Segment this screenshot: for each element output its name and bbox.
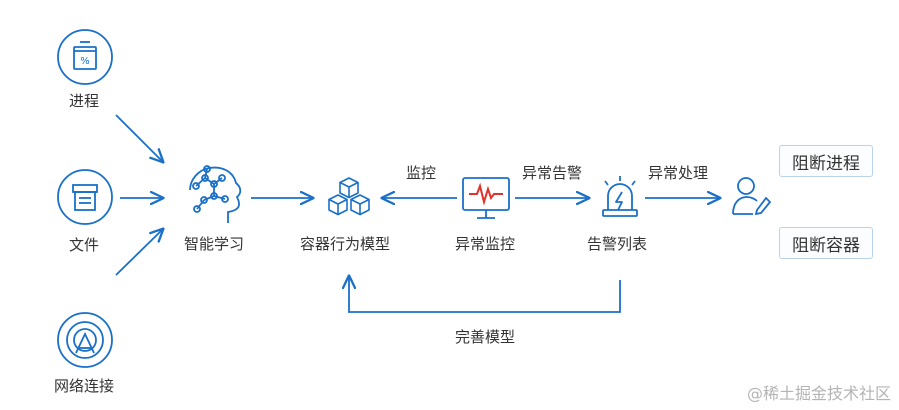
alarm-icon [602, 176, 638, 217]
input-arrows [115, 114, 163, 276]
network-label: 网络连接 [54, 377, 115, 395]
cubes-icon [328, 177, 370, 216]
process-label: 进程 [69, 92, 100, 110]
network-icon [57, 312, 113, 368]
edge-label-alert: 异常告警 [522, 164, 583, 182]
edge-label-feedback: 完善模型 [455, 328, 516, 346]
svg-text:%: % [80, 56, 90, 67]
block-process-box: 阻断进程 [779, 145, 873, 177]
alert-label: 告警列表 [587, 235, 648, 253]
watermark: @稀土掘金技术社区 [746, 384, 891, 403]
arrow-feedback-loop [349, 276, 621, 313]
edge-label-monitor: 监控 [406, 164, 437, 182]
process-icon: % [57, 29, 113, 85]
ml-label: 智能学习 [184, 235, 245, 253]
file-icon [57, 169, 113, 225]
monitor-label: 异常监控 [455, 235, 516, 253]
block-container-box: 阻断容器 [779, 227, 873, 259]
edge-label-handle: 异常处理 [648, 164, 709, 182]
file-label: 文件 [69, 236, 100, 254]
monitor-icon [462, 177, 510, 219]
user-edit-icon [732, 177, 772, 216]
model-label: 容器行为模型 [300, 235, 391, 253]
brain-icon [189, 165, 242, 223]
